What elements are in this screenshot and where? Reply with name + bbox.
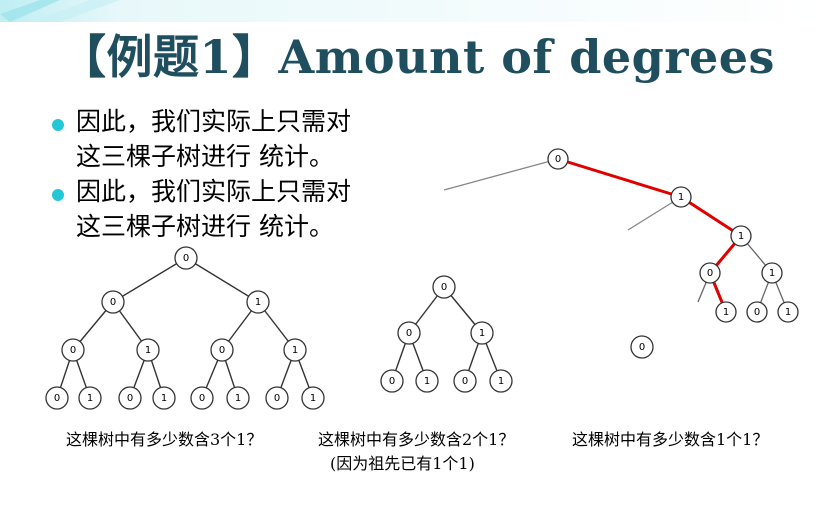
tree-node-label: 0 (441, 282, 447, 293)
bullet-item: 因此，我们实际上只需对 这三棵子树进行 统计。 (48, 174, 428, 244)
tree-node-label: 0 (707, 268, 713, 279)
left-tree-leaf: 0 (265, 386, 289, 410)
pruned-edge (443, 158, 559, 191)
left-tree-node: 0 (61, 338, 85, 362)
tree-node-label: 0 (754, 307, 760, 318)
left-tree-leaf: 1 (78, 386, 102, 410)
right-tree-root: 0 (547, 148, 569, 170)
tree-node-label: 0 (274, 393, 280, 404)
tree-node-label: 1 (723, 307, 729, 318)
tree-node-label: 1 (479, 328, 485, 339)
tree-node-label: 0 (127, 393, 133, 404)
tree-node-label: 0 (54, 393, 60, 404)
right-tree-node: 1 (730, 225, 752, 247)
left-tree-leaf: 0 (45, 386, 69, 410)
tree-node-label: 1 (769, 268, 775, 279)
right-tree-leaf: 1 (777, 301, 799, 323)
right-tree-node: 1 (670, 186, 692, 208)
tree-node-label: 1 (738, 231, 744, 242)
tree-node-label: 1 (292, 345, 298, 356)
left-tree-leaf: 1 (152, 386, 176, 410)
tree-node-label: 1 (310, 393, 316, 404)
left-tree-node: 1 (283, 338, 307, 362)
bullet-dot-icon (52, 119, 64, 131)
middle-tree-node: 1 (470, 321, 494, 345)
tree-node-label: 1 (255, 297, 261, 308)
tree-node-label: 0 (183, 253, 189, 264)
left-tree-leaf: 1 (226, 386, 250, 410)
tree-edge (112, 257, 187, 303)
tree-node-label: 1 (161, 393, 167, 404)
slide-title: 【例题1】Amount of degrees (60, 30, 775, 84)
middle-tree-leaf: 0 (453, 369, 477, 393)
tree-node-label: 0 (462, 376, 468, 387)
tree-node-label: 0 (110, 297, 116, 308)
bullet-line: 这三棵子树进行 统计。 (76, 142, 334, 171)
right-tree-leaf: 1 (715, 301, 737, 323)
tree-node-label: 1 (145, 345, 151, 356)
right-tree-node: 1 (761, 262, 783, 284)
bullet-line: 这三棵子树进行 统计。 (76, 212, 334, 241)
middle-tree-leaf: 1 (415, 369, 439, 393)
highlight-path-edge (557, 157, 682, 199)
left-tree-node: 1 (246, 290, 270, 314)
top-decoration (0, 0, 822, 22)
tree-node-label: 0 (639, 342, 645, 353)
tree-node-label: 0 (406, 328, 412, 339)
left-tree-leaf: 0 (118, 386, 142, 410)
tree-node-label: 0 (199, 393, 205, 404)
bullet-dot-icon (52, 189, 64, 201)
caption-left-tree: 这棵树中有多少数含3个1？ (66, 430, 263, 449)
tree-node-label: 0 (555, 154, 561, 165)
left-tree-leaf: 0 (190, 386, 214, 410)
bullet-line: 因此，我们实际上只需对 (76, 107, 352, 136)
middle-tree-leaf: 1 (489, 369, 513, 393)
caption-right-tree: 这棵树中有多少数含1个1？ (572, 430, 769, 449)
tree-node-label: 1 (785, 307, 791, 318)
tree-node-label: 1 (678, 192, 684, 203)
tree-node-label: 0 (389, 376, 395, 387)
bullet-list: 因此，我们实际上只需对 这三棵子树进行 统计。 因此，我们实际上只需对 这三棵子… (48, 104, 428, 244)
tree-node-label: 1 (235, 393, 241, 404)
tree-node-label: 1 (87, 393, 93, 404)
tree-nodes: 0 0 1 0 1 0 1 0 1 0 1 0 1 0 1 0 0 1 0 1 0 1 0 0 1 1 0 1 1 0 1 (45, 148, 799, 410)
left-tree-node: 0 (210, 338, 234, 362)
bullet-item: 因此，我们实际上只需对 这三棵子树进行 统计。 (48, 104, 428, 174)
right-tree-leaf: 0 (746, 301, 768, 323)
single-node-tree: 0 (630, 335, 654, 359)
tree-node-label: 0 (219, 345, 225, 356)
left-tree-node: 1 (136, 338, 160, 362)
tree-edge (185, 257, 259, 303)
left-tree-leaf: 1 (301, 386, 325, 410)
right-tree-node: 0 (699, 262, 721, 284)
bullet-line: 因此，我们实际上只需对 (76, 177, 352, 206)
highlight-path-edge (680, 195, 742, 238)
middle-tree-leaf: 0 (380, 369, 404, 393)
tree-node-label: 1 (498, 376, 504, 387)
caption-middle-tree-note: (因为祖先已有1个1) (330, 454, 475, 473)
middle-tree-root: 0 (432, 275, 456, 299)
tree-node-label: 0 (70, 345, 76, 356)
tree-node-label: 1 (424, 376, 430, 387)
caption-middle-tree: 这棵树中有多少数含2个1？ (318, 430, 515, 449)
left-tree-root: 0 (174, 246, 198, 270)
middle-tree-node: 0 (397, 321, 421, 345)
left-tree-node: 0 (101, 290, 125, 314)
